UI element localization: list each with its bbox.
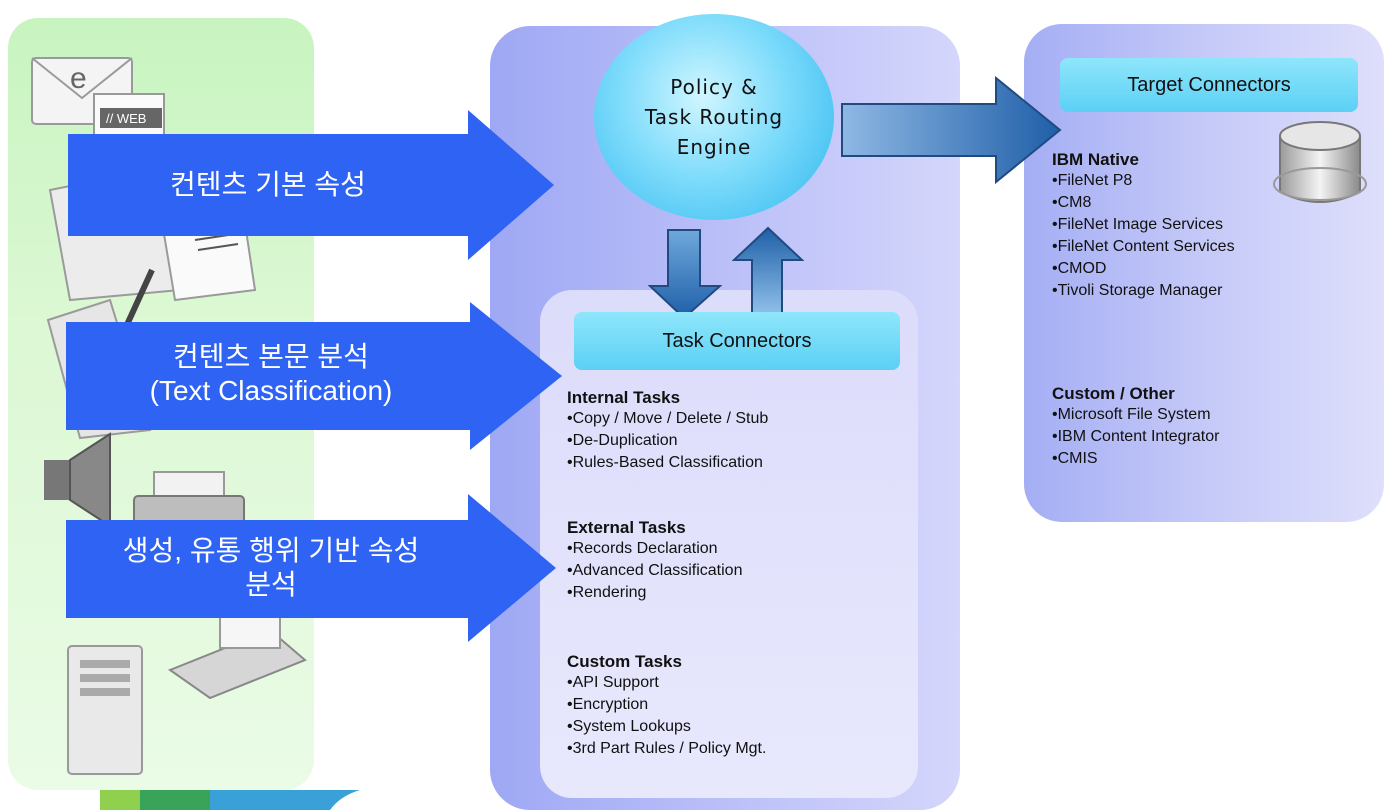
list-item: •3rd Part Rules / Policy Mgt. [567,740,767,757]
list-item: •Copy / Move / Delete / Stub [567,410,769,427]
custom-tasks-group: Custom Tasks •API Support •Encryption •S… [567,652,766,760]
ibm-native-group: IBM Native •FileNet P8 •CM8 •FileNet Ima… [1052,150,1235,302]
list-item: •Rendering [567,584,647,601]
internal-tasks-heading: Internal Tasks [567,388,681,407]
list-item: •Encryption [567,696,649,713]
list-item: •Microsoft File System [1052,406,1211,423]
list-item: •FileNet Image Services [1052,216,1223,233]
target-connectors-title: Target Connectors [1060,58,1358,112]
list-item: •CMOD [1052,260,1107,277]
input-arrow-2-label: 컨텐츠 본문 분석 (Text Classification) [66,340,476,408]
svg-text:e: e [70,62,87,95]
engine-label-line3: Engine [676,135,752,159]
input-arrow-2 [66,302,562,450]
input-arrow-3-label: 생성, 유통 행위 기반 속성 분석 [66,534,476,602]
list-item: •Rules-Based Classification [567,454,763,471]
engine-label-line2: Task Routing [644,105,784,129]
list-item: •FileNet Content Services [1052,238,1235,255]
list-item: •Records Declaration [567,540,718,557]
decorative-swoosh [100,790,360,810]
list-item: •Advanced Classification [567,562,743,579]
task-connectors-panel [540,290,918,798]
list-item: •System Lookups [567,718,691,735]
task-connectors-title-text: Task Connectors [662,329,812,352]
task-connectors-title: Task Connectors [574,312,900,370]
custom-tasks-heading: Custom Tasks [567,652,682,671]
tasks-to-engine-arrow [732,226,804,315]
list-item: •CMIS [1052,450,1098,467]
list-item: •FileNet P8 [1052,172,1133,189]
target-connectors-title-text: Target Connectors [1127,73,1291,96]
input-arrow-1-text: 컨텐츠 기본 속성 [170,169,366,200]
policy-routing-engine: Policy & Task Routing Engine [594,14,834,220]
svg-text:// WEB: // WEB [106,111,146,126]
server-tower-icon [67,645,143,775]
input-arrow-3-text-line2: 분석 [245,569,297,600]
custom-other-heading: Custom / Other [1052,384,1175,403]
list-item: •Tivoli Storage Manager [1052,282,1223,299]
input-arrow-1-label: 컨텐츠 기본 속성 [68,168,468,202]
list-item: •CM8 [1052,194,1092,211]
list-item: •De-Duplication [567,432,678,449]
list-item: •API Support [567,674,659,691]
list-item: •IBM Content Integrator [1052,428,1220,445]
internal-tasks-group: Internal Tasks •Copy / Move / Delete / S… [567,388,768,474]
engine-to-tasks-arrow [648,229,722,320]
input-arrow-1 [68,110,554,260]
database-icon [1273,121,1367,203]
ibm-native-heading: IBM Native [1052,150,1139,169]
external-tasks-heading: External Tasks [567,518,686,537]
input-arrow-3-text-line1: 생성, 유통 행위 기반 속성 [122,535,420,566]
engine-to-target-arrow [841,76,1062,185]
external-tasks-group: External Tasks •Records Declaration •Adv… [567,518,742,604]
input-arrow-2-text-line1: 컨텐츠 본문 분석 [173,341,369,372]
input-arrow-2-text-line2: (Text Classification) [149,375,393,406]
input-arrow-3 [66,494,556,642]
custom-other-group: Custom / Other •Microsoft File System •I… [1052,384,1219,470]
engine-label-line1: Policy & [670,75,758,99]
